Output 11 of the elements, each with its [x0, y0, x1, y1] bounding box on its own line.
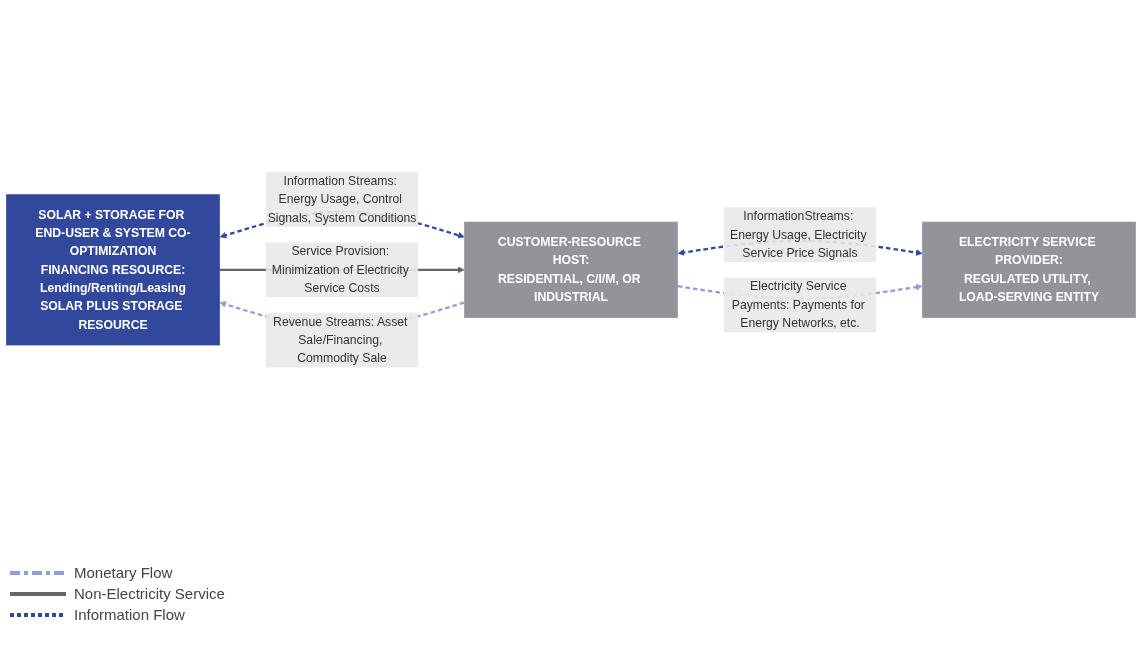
edge-label: Revenue Streams: Asset Sale/Financing, Commodity Sale: [273, 315, 408, 365]
edge-label: Information Streams: Energy Usage, Control Signals, System Conditions: [267, 174, 417, 225]
node-box: CUSTOMER-RESOURCE HOST: RESIDENTIAL, C/I/M, OR INDUSTRIAL: [464, 221, 678, 319]
edge-label: Service Provision: Minimization of Electricity Service Costs: [271, 244, 409, 295]
node-box: SOLAR + STORAGE FOR END-USER & SYSTEM CO-OPTIMIZATION FINANCING RESOURCE: Lending/Renting/Leasing SOLAR PLUS STORAGE RESOURCE: [6, 194, 220, 346]
edge-label: InformationStreams: Energy Usage, Electricity Service Price Signals: [730, 209, 867, 260]
node-box: ELECTRICITY SERVICE PROVIDER: REGULATED UTILITY, LOAD-SERVING ENTITY: [922, 221, 1136, 319]
legend-text: Monetary Flow: [74, 564, 173, 581]
edge-label: Electricity Service Payments: Payments for Energy Networks, etc.: [731, 279, 865, 330]
legend-text: Non-Electricity Service: [74, 585, 225, 602]
legend-text: Information Flow: [74, 606, 185, 623]
